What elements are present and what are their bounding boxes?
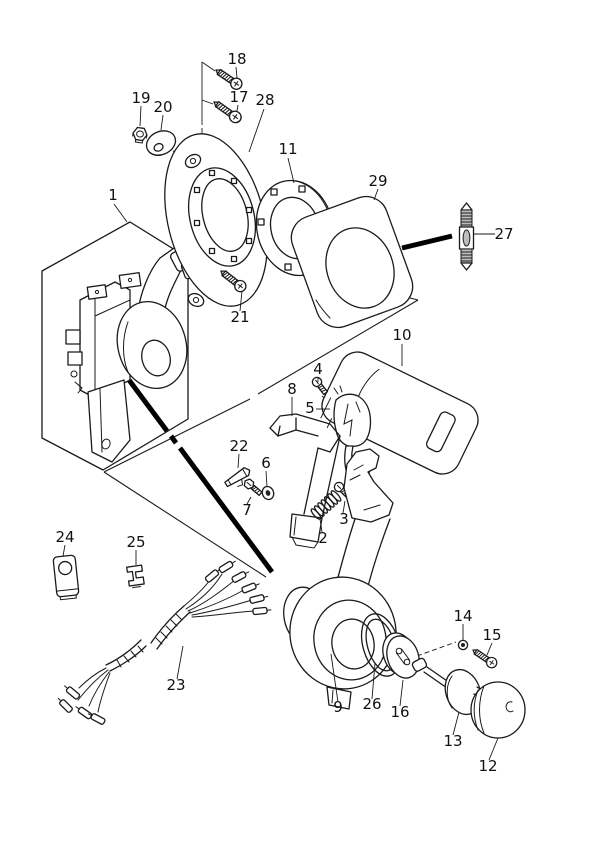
part-14-nut (457, 639, 469, 651)
part-label-7: 7 (242, 501, 252, 519)
part-label-14: 14 (453, 607, 472, 625)
part-29-pad (290, 195, 414, 329)
part-label-1: 1 (108, 186, 118, 204)
part-label-19: 19 (131, 89, 150, 107)
part-24-key (52, 554, 80, 601)
part-label-25: 25 (126, 533, 145, 551)
part-12-knob (470, 681, 526, 739)
part-label-4: 4 (313, 360, 323, 378)
part-label-23: 23 (166, 676, 185, 694)
assembly-arrow-segment (126, 378, 170, 433)
part-25-clip (126, 564, 145, 589)
part-27-stud (458, 202, 475, 271)
assembly-arrows (126, 233, 453, 574)
part-label-5: 5 (305, 399, 315, 417)
part-23-wire-harness (57, 560, 272, 725)
part-label-15: 15 (482, 626, 501, 644)
part-4-screw (309, 374, 330, 397)
part-19-nut (132, 126, 148, 144)
part-1-control-assembly-box (41, 221, 198, 471)
label-leader-lines (62, 66, 499, 761)
part-label-18: 18 (227, 50, 246, 68)
part-label-24: 24 (55, 528, 74, 546)
assembly-arrow-segment (177, 446, 275, 574)
part-label-29: 29 (368, 172, 387, 190)
part-20-washer (145, 130, 177, 156)
part-label-2: 2 (318, 529, 328, 547)
part-label-8: 8 (287, 380, 297, 398)
part-label-27: 27 (494, 225, 513, 243)
part-15-screw (469, 645, 500, 671)
part-label-22: 22 (229, 437, 248, 455)
part-label-17: 17 (229, 88, 248, 106)
assembly-arrow-to-stud (401, 233, 453, 251)
part-label-12: 12 (478, 757, 497, 775)
part-label-6: 6 (261, 454, 271, 472)
part-8-bracket (269, 413, 341, 549)
part-22-lever (224, 467, 251, 488)
part-label-9: 9 (333, 698, 343, 716)
part-label-10: 10 (392, 326, 411, 344)
part-label-11: 11 (278, 140, 297, 158)
part-labels: 1 2 3 4 5 6 7 8 9 10 11 12 13 14 15 16 1… (55, 50, 513, 775)
part-label-16: 16 (390, 703, 409, 721)
part-label-3: 3 (339, 510, 349, 528)
part-label-13: 13 (443, 732, 462, 750)
part-label-26: 26 (362, 695, 381, 713)
part-28-mounting-plate (164, 133, 268, 308)
assembly-arrow-segment (168, 434, 179, 445)
part-2-spring (310, 490, 342, 520)
part-7-bolt (243, 478, 263, 496)
part-label-28: 28 (255, 91, 274, 109)
part-label-21: 21 (230, 308, 249, 326)
part-6-washer (261, 485, 275, 501)
part-label-20: 20 (153, 98, 172, 116)
part-16-disc (382, 632, 420, 679)
